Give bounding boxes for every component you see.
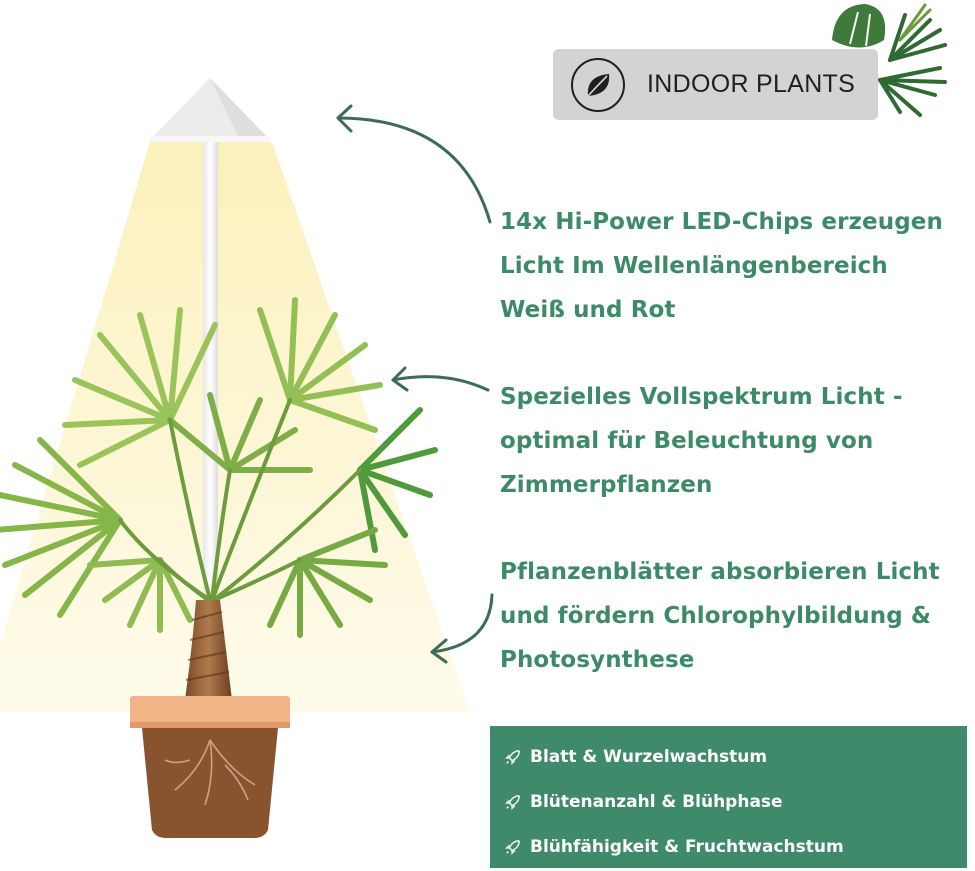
palm-fronds [0, 297, 438, 638]
benefit-item: Blatt & Wurzelwachstum [490, 734, 967, 779]
palm-trunk [185, 600, 232, 700]
leaf-icon [571, 57, 625, 112]
decorative-leaves [832, 3, 947, 117]
feature-line: Pflanzenblätter absorbieren Licht [500, 559, 940, 585]
arrow-3 [430, 593, 494, 654]
feature-line: Photosynthese [500, 647, 695, 673]
indoor-plants-badge: INDOOR PLANTS [553, 49, 878, 120]
feature-line: und fördern Chlorophylbildung & [500, 603, 932, 629]
benefit-label: Blütenanzahl & Blühphase [530, 791, 783, 812]
feature-line: Licht Im Wellenlängenbereich [500, 253, 888, 279]
feature-text-2: Spezielles Vollspektrum Licht - optimal … [500, 375, 903, 507]
arrow-1 [336, 116, 492, 224]
rocket-icon [505, 749, 521, 765]
rocket-icon [505, 839, 521, 855]
badge-label: INDOOR PLANTS [647, 70, 856, 98]
feature-line: 14x Hi-Power LED-Chips erzeugen [500, 209, 943, 235]
benefit-label: Blühfähigkeit & Fruchtwachstum [530, 836, 844, 857]
feature-line: Spezielles Vollspektrum Licht - [500, 384, 903, 410]
benefits-box: Blatt & Wurzelwachstum Blütenanzahl & Bl… [490, 726, 967, 868]
rocket-icon [505, 794, 521, 810]
arrows [336, 104, 494, 664]
arrow-2 [391, 375, 490, 392]
flower-pot [130, 696, 290, 838]
feature-text-1: 14x Hi-Power LED-Chips erzeugen Licht Im… [500, 200, 943, 332]
light-beam [0, 142, 470, 712]
feature-line: optimal für Beleuchtung von [500, 428, 874, 454]
feature-line: Zimmerpflanzen [500, 472, 713, 498]
benefit-item: Blühfähigkeit & Fruchtwachstum [490, 824, 967, 869]
feature-line: Weiß und Rot [500, 297, 676, 323]
feature-text-3: Pflanzenblätter absorbieren Licht und fö… [500, 550, 940, 682]
benefit-label: Blatt & Wurzelwachstum [530, 746, 768, 767]
lamp-pole [203, 142, 218, 602]
benefit-item: Blütenanzahl & Blühphase [490, 779, 967, 824]
